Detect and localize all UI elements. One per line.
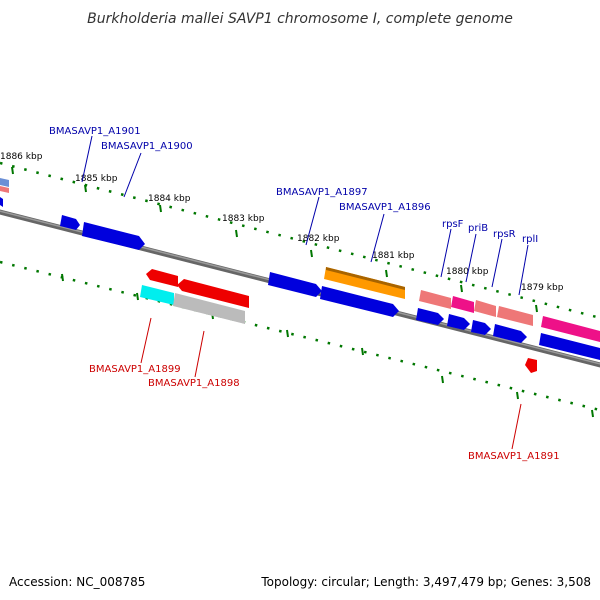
- gene-a1897[interactable]: [268, 272, 322, 297]
- label-rplI: rplI: [522, 234, 538, 245]
- gene-blue-6[interactable]: [493, 324, 527, 343]
- gene-a1900[interactable]: [82, 222, 145, 250]
- gene-rpsF[interactable]: [419, 290, 451, 309]
- gene-a1902b-segment[interactable]: [0, 186, 9, 193]
- tick-label-1885: 1885 kbp: [75, 174, 118, 184]
- gene-priB[interactable]: [451, 296, 474, 313]
- gene-a1896[interactable]: [324, 267, 405, 299]
- gene-rplI[interactable]: [497, 306, 533, 326]
- gene-a1899[interactable]: [140, 285, 174, 305]
- gene-a1902-segment[interactable]: [0, 178, 9, 187]
- label-rpsR: rpsR: [493, 229, 516, 240]
- accession-text: Accession: NC_008785: [9, 575, 145, 589]
- tick-label-1883: 1883 kbp: [222, 214, 265, 224]
- gene-blue-5[interactable]: [471, 320, 491, 335]
- outer-major-ticks: [11, 166, 538, 313]
- gene-blue-3[interactable]: [416, 308, 444, 325]
- gene-right-blue[interactable]: [539, 333, 600, 360]
- gene-a1898[interactable]: [173, 293, 245, 324]
- gene-a1891[interactable]: [525, 358, 537, 373]
- gene-a1901[interactable]: [60, 215, 80, 230]
- gene-blue-4[interactable]: [447, 314, 470, 330]
- gene-rpsR[interactable]: [474, 300, 496, 317]
- label-a1891: BMASAVP1_A1891: [468, 451, 560, 462]
- genome-summary-text: Topology: circular; Length: 3,497,479 bp…: [260, 575, 591, 589]
- label-rpsF: rpsF: [442, 219, 464, 230]
- gene-edge-blue[interactable]: [0, 197, 3, 207]
- label-a1901: BMASAVP1_A1901: [49, 126, 141, 137]
- label-a1897: BMASAVP1_A1897: [276, 187, 368, 198]
- gene-a1899-top[interactable]: [146, 269, 178, 287]
- reverse-genes: [140, 269, 537, 373]
- tick-label-1879: 1879 kbp: [521, 283, 564, 293]
- forward-genes: [0, 178, 600, 360]
- label-a1896: BMASAVP1_A1896: [339, 202, 431, 213]
- tick-label-1882: 1882 kbp: [297, 234, 340, 244]
- gene-a1898-top[interactable]: [177, 279, 249, 308]
- label-leaders: [81, 135, 529, 450]
- label-a1899: BMASAVP1_A1899: [89, 364, 181, 375]
- label-priB: priB: [468, 223, 488, 234]
- label-a1898: BMASAVP1_A1898: [148, 378, 240, 389]
- gene-a1896-lower[interactable]: [320, 286, 399, 317]
- map-title: Burkholderia mallei SAVP1 chromosome I, …: [87, 11, 513, 27]
- label-a1900: BMASAVP1_A1900: [101, 141, 193, 152]
- tick-label-1880: 1880 kbp: [446, 267, 489, 277]
- gene-labels: BMASAVP1_A1901 BMASAVP1_A1900 BMASAVP1_A…: [49, 126, 560, 462]
- tick-label-1881: 1881 kbp: [372, 251, 415, 261]
- tick-labels: 1886 kbp 1885 kbp 1884 kbp 1883 kbp 1882…: [0, 152, 564, 293]
- tick-label-1884: 1884 kbp: [148, 194, 191, 204]
- gene-right-magenta[interactable]: [541, 316, 600, 342]
- tick-label-1886: 1886 kbp: [0, 152, 43, 162]
